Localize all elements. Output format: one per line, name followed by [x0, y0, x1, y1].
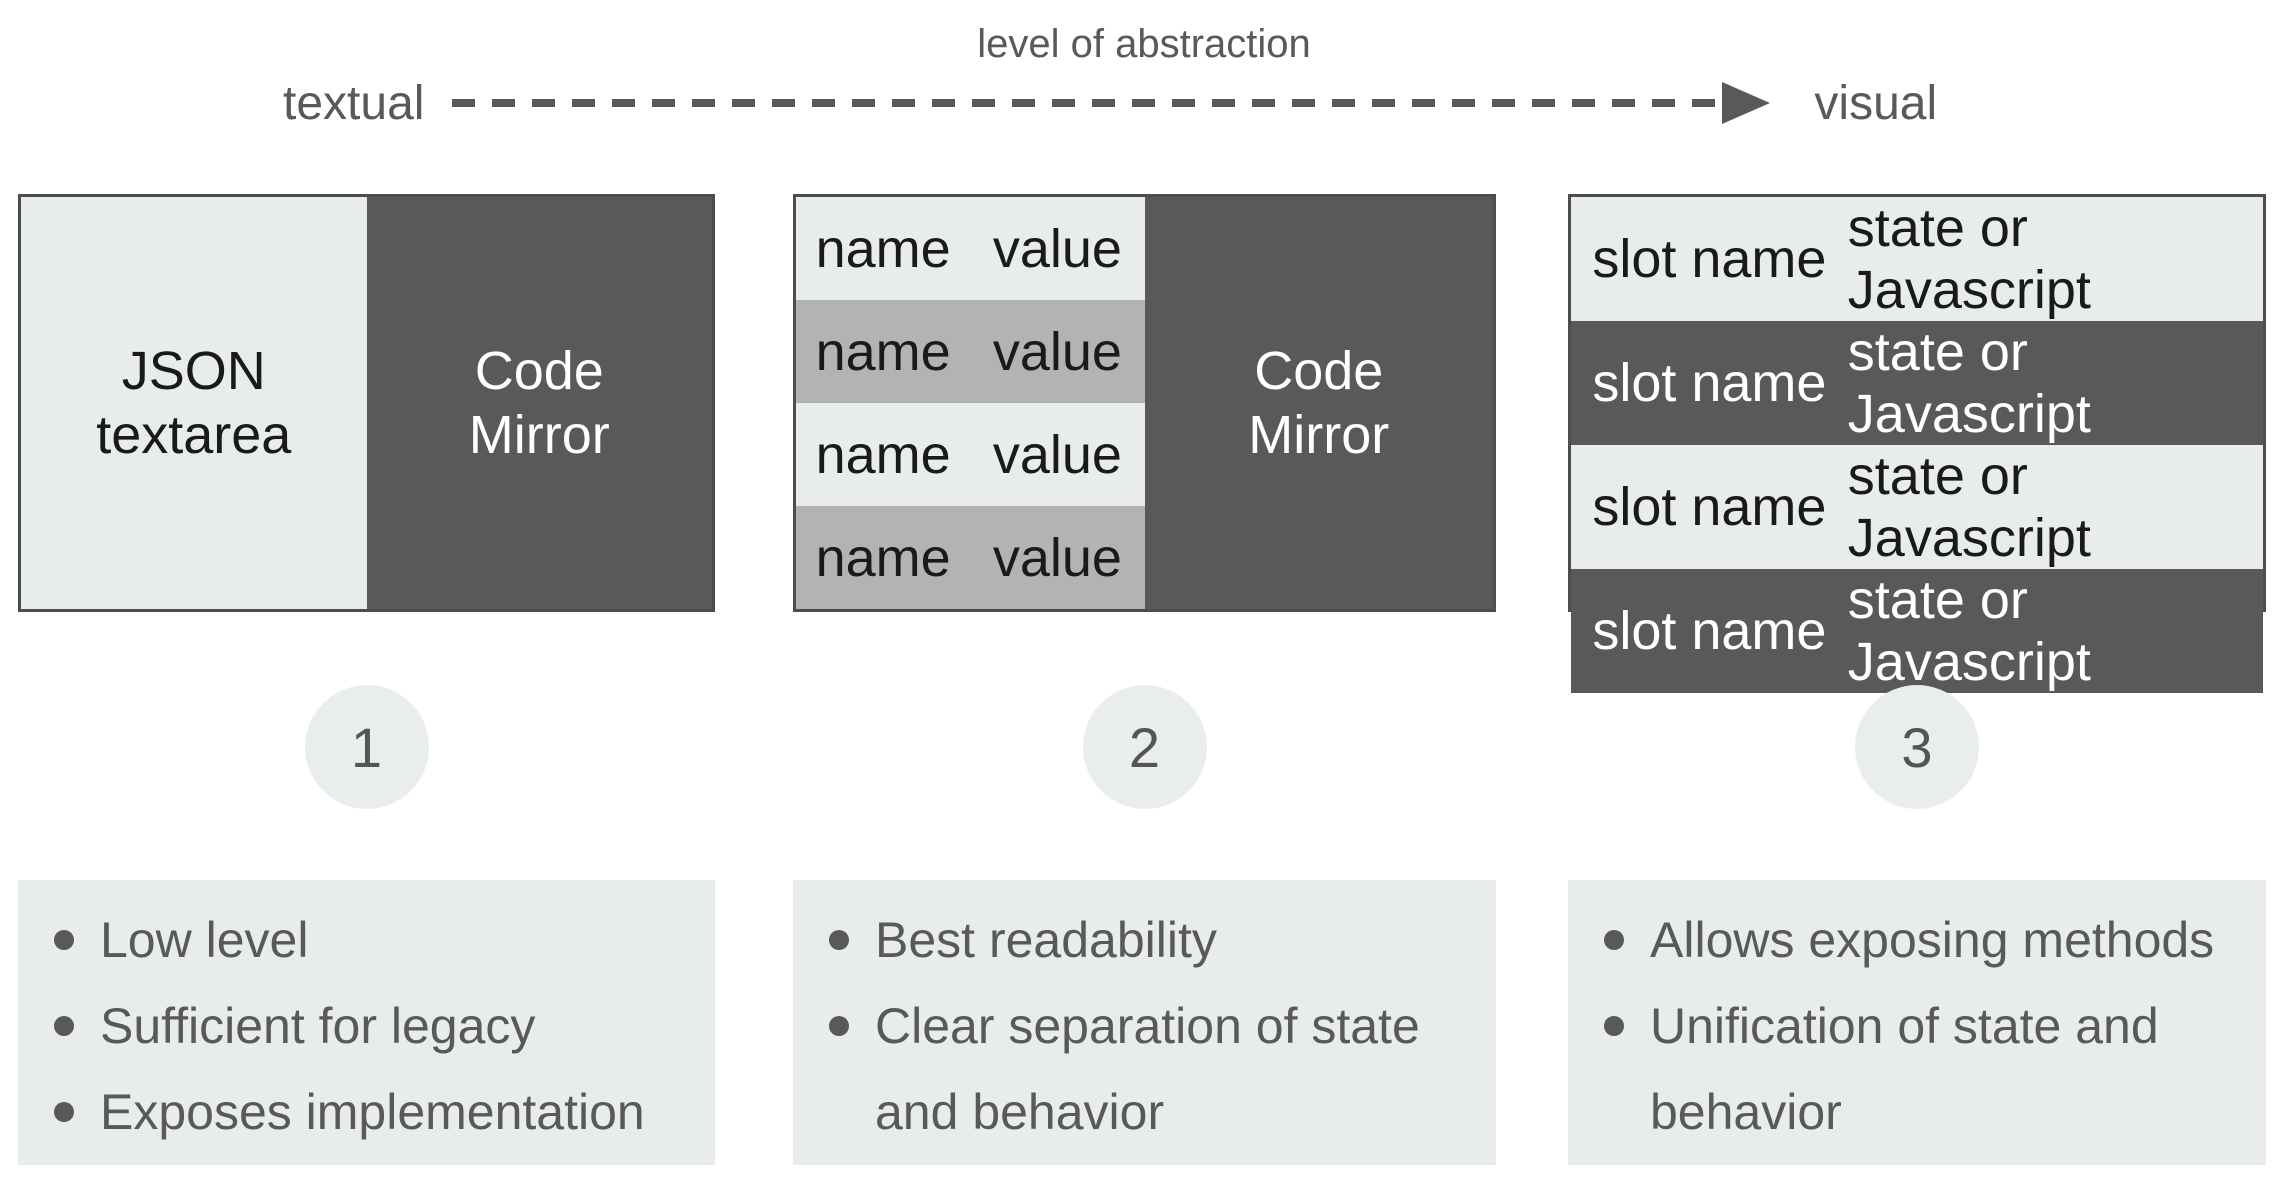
- codemirror-pane: Code Mirror: [1144, 197, 1493, 609]
- cell-value: value: [992, 218, 1122, 279]
- pane-line: Code: [474, 341, 604, 401]
- abstraction-axis: textual visual: [283, 74, 2288, 132]
- table-row: name value: [796, 403, 1145, 506]
- approach-box-1: JSON textarea Code Mirror: [18, 194, 715, 612]
- column-2: name value name value name value name va…: [793, 194, 1496, 1165]
- bullet-text: Allows exposing methods: [1650, 912, 2215, 968]
- table-row: name value: [796, 197, 1145, 300]
- slot-name-cell: slot name: [1592, 477, 1827, 537]
- slot-value-cell: state or Javascript: [1847, 570, 2091, 692]
- slot-row: slot name state or Javascript: [1571, 445, 2263, 569]
- bullet-item: Sufficient for legacy: [54, 983, 687, 1069]
- bullet-dot: [54, 930, 74, 950]
- arrow-line: [452, 99, 1723, 107]
- bullet-item: Best readability: [829, 897, 1468, 983]
- column-1: JSON textarea Code Mirror 1 Low level: [18, 194, 715, 1165]
- step-circle-2: 2: [1082, 685, 1207, 809]
- pane-line: Mirror: [1248, 405, 1390, 465]
- bullet-text: Low level: [100, 912, 309, 968]
- slot-row: slot name state or Javascript: [1571, 569, 2263, 693]
- approach-box-2: name value name value name value name va…: [793, 194, 1496, 612]
- table-row: name value: [796, 506, 1145, 609]
- slot-name-cell: slot name: [1592, 601, 1827, 661]
- bullet-panel-1: Low level Sufficient for legacy Exposes …: [18, 880, 715, 1165]
- bullet-dot: [829, 1016, 849, 1036]
- slot-name-cell: slot name: [1592, 353, 1827, 413]
- slot-row: slot name state or Javascript: [1571, 321, 2263, 445]
- cell-name: name: [815, 527, 951, 588]
- bullet-panel-2: Best readability Clear separation of sta…: [793, 880, 1496, 1165]
- bullet-item: Low level: [54, 897, 687, 983]
- step-number: 1: [350, 715, 383, 779]
- bullet-dot: [1604, 930, 1624, 950]
- axis-label-visual: visual: [1814, 76, 1938, 130]
- name-value-table: name value name value name value name va…: [796, 197, 1145, 609]
- cell-name: name: [815, 424, 951, 485]
- slot-name-cell: slot name: [1592, 229, 1827, 289]
- cell-value: value: [992, 321, 1122, 382]
- step-circle-3: 3: [1855, 685, 1979, 809]
- slot-value-cell: state or Javascript: [1847, 198, 2091, 320]
- dashed-arrow: [452, 82, 1771, 124]
- cell-value: value: [992, 527, 1122, 588]
- bullet-text: Clear separation of state and behavior: [875, 998, 1420, 1140]
- step-number: 3: [1901, 715, 1933, 779]
- slot-value-cell: state or Javascript: [1847, 322, 2091, 444]
- bullet-dot: [829, 930, 849, 950]
- pane-line: Code: [1254, 341, 1384, 401]
- bullet-dot: [54, 1016, 74, 1036]
- cell-value: value: [992, 424, 1122, 485]
- step-circle-1: 1: [304, 685, 429, 809]
- bullet-text: Unification of state and behavior: [1650, 998, 2159, 1140]
- table-row: name value: [796, 300, 1145, 403]
- bullet-panel-3: Allows exposing methods Unification of s…: [1568, 880, 2266, 1165]
- step-number: 2: [1128, 715, 1161, 779]
- column-3: slot name state or Javascript slot name …: [1568, 194, 2266, 1165]
- pane-line: textarea: [96, 405, 292, 465]
- bullet-item: Allows exposing methods: [1604, 897, 2238, 983]
- columns-grid: JSON textarea Code Mirror 1 Low level: [0, 194, 2288, 1165]
- bullet-text: Best readability: [875, 912, 1217, 968]
- pane-line: JSON: [121, 341, 266, 401]
- axis-title: level of abstraction: [977, 22, 1311, 66]
- arrow-head-icon: [1722, 82, 1771, 124]
- cell-name: name: [815, 218, 951, 279]
- pane-line: Mirror: [468, 405, 610, 465]
- json-textarea-pane: JSON textarea: [21, 197, 367, 609]
- approach-box-3: slot name state or Javascript slot name …: [1568, 194, 2266, 693]
- axis-label-textual: textual: [283, 76, 425, 130]
- codemirror-pane: Code Mirror: [366, 197, 712, 609]
- cell-name: name: [815, 321, 951, 382]
- bullet-item: Unification of state and behavior: [1604, 983, 2238, 1155]
- slot-row: slot name state or Javascript: [1571, 197, 2263, 321]
- bullet-dot: [1604, 1016, 1624, 1036]
- slot-value-cell: state or Javascript: [1847, 446, 2091, 568]
- bullet-item: Exposes implementation: [54, 1069, 687, 1155]
- bullet-item: Clear separation of state and behavior: [829, 983, 1468, 1155]
- bullet-dot: [54, 1102, 74, 1122]
- bullet-text: Exposes implementation: [100, 1084, 645, 1140]
- bullet-text: Sufficient for legacy: [100, 998, 536, 1054]
